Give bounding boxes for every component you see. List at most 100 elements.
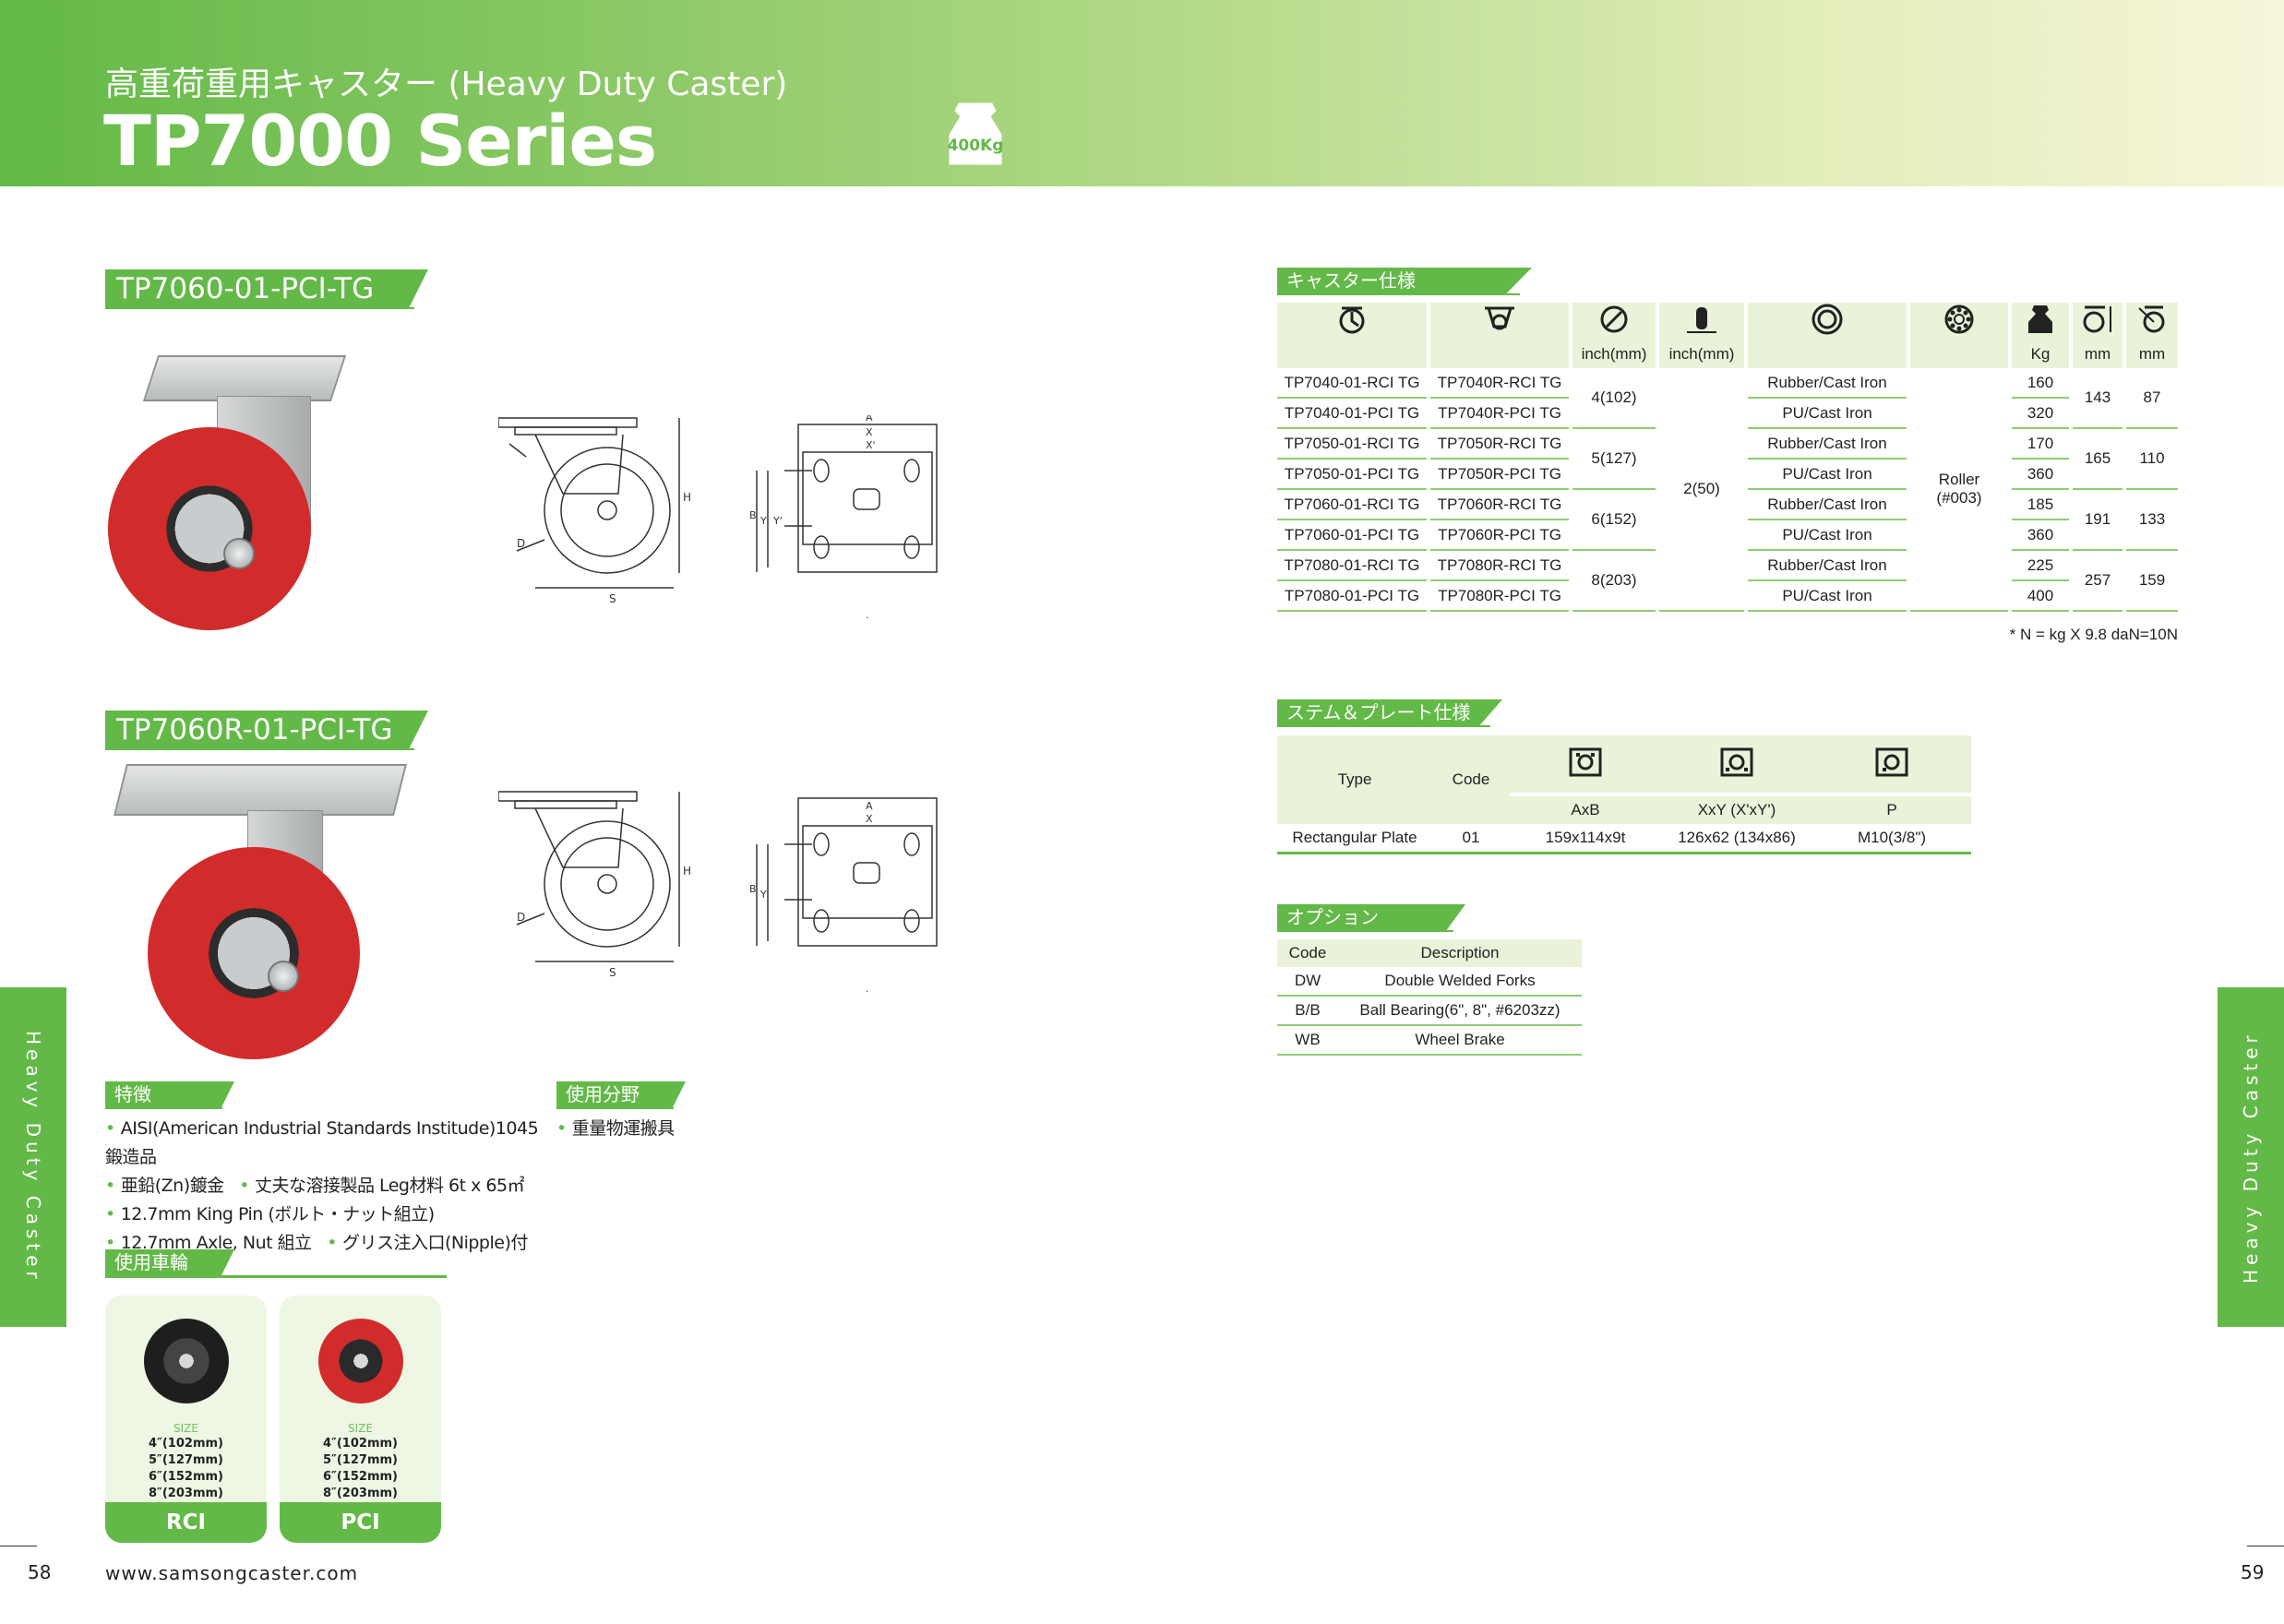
series-subtitle: 高重荷重用キャスター (Heavy Duty Caster) [105,66,788,103]
feature-item: •12.7mm King Pin (ボルト・ナット組立) [105,1204,435,1224]
plate-bolt-icon [1875,747,1908,776]
options-tab: オプション [1277,904,1465,930]
wheel-diameter-icon [1600,305,1628,333]
application-tab: 使用分野 [556,1081,686,1107]
application-underline [556,1107,674,1109]
unit-width: inch(mm) [1656,340,1746,368]
stem-plate-underline [1277,725,1490,727]
features-list: •AISI(American Industrial Standards Inst… [105,1115,539,1258]
options-table: Code Description DW Double Welded Forks … [1277,939,1582,1056]
top-view-drawing-rigid: A X B Y . [747,789,946,997]
wheel-card-name: PCI [280,1502,441,1543]
wheel-dia-icon-cell [1569,303,1657,340]
table-row: TP7080-01-PCI TG TP7080R-PCI TG PU/Cast … [1277,580,2178,612]
axb-icon-cell [1510,735,1661,794]
unit-s: mm [2123,340,2178,368]
swivel-radius-icon-cell [2123,303,2178,340]
dim-label-D: D [517,537,525,550]
weight-capacity-label: 400Kg [947,137,1004,155]
xxy-icon-cell [1661,735,1812,794]
table-row: B/B Ball Bearing(6", 8", #6203zz) [1277,996,1582,1026]
side-view-drawing-swivel: H S D [497,411,711,618]
bearing-icon-cell [1907,303,2010,340]
top-view-drawing-swivel: A X X' B Y Y' . [747,412,946,623]
rigid-caster-icon [1485,306,1514,330]
dim-label-Y: Y [759,889,767,901]
dim-label-S: S [609,966,616,979]
table-row: TP7050-01-RCI TG TP7050R-RCI TG 5(127) R… [1277,428,2178,490]
page-header: 高重荷重用キャスター (Heavy Duty Caster) TP7000 Se… [0,0,2284,186]
dim-label-Y2: Y' [772,515,783,527]
drawing-dot: . [866,609,869,621]
unit-wheel-dia: inch(mm) [1569,340,1657,368]
dim-label-S: S [609,592,616,605]
p-icon-cell [1812,735,1971,794]
table-row: WB Wheel Brake [1277,1025,1582,1056]
table-row: TP7040-01-PCI TG TP7040R-PCI TG PU/Cast … [1277,398,2178,429]
dim-label-X: X [866,426,873,438]
stem-plate-table: Type Code AxB XxY (X'xY') P Rectangular … [1277,735,1971,854]
table-row: TP7060-01-PCI TG TP7060R-PCI TG PU/Cast … [1277,519,2178,551]
header-xxy: XxY (X'xY') [1661,793,1812,824]
bearing-icon [1944,304,1974,334]
caster-photo-swivel [106,355,420,641]
header-axb: AxB [1510,793,1661,824]
dim-label-B: B [749,509,757,521]
model-label-rigid: TP7060R-01-PCI-TG [105,710,428,749]
drawing-dot: . [866,983,869,995]
wheel-card-rci: SIZE 4″(102mm) 5″(127mm) 6″(152mm) 8″(20… [105,1296,267,1543]
application-item: •重量物運搬具 [556,1118,675,1139]
overall-height-icon [2083,305,2111,333]
dim-label-X: X [866,813,873,825]
page-number-left: 58 [28,1561,52,1583]
options-underline [1277,930,1453,932]
opt-header-code: Code [1277,939,1338,967]
load-icon-cell [2008,303,2071,340]
size-list: 4″(102mm) 5″(127mm) 6″(152mm) 8″(203mm) [323,1437,398,1500]
swivel-caster-icon [1339,306,1365,334]
dim-label-A: A [866,415,873,424]
stem-plate-tab: ステム＆プレート仕様 [1277,699,1502,725]
swivel-radius-icon [2138,305,2165,333]
unit-load: Kg [2008,340,2071,368]
caster-photo-rigid [111,764,425,1059]
dim-label-A: A [866,800,873,812]
caster-spec-table: inch(mm) inch(mm) Kg mm mm TP7040-01-RCI… [1277,303,2178,612]
feature-item: •亜鉛(Zn)鍍金 •丈夫な溶接製品 Leg材料 6t x 65㎡ [105,1176,525,1196]
height-icon-cell [2069,303,2124,340]
table-row: TP7040-01-RCI TG TP7040R-RCI TG 4(102) 2… [1277,368,2178,612]
dim-label-Y: Y [759,515,767,527]
load-capacity-icon [2028,305,2052,333]
side-bar-text: Heavy Duty Caster [22,1031,44,1284]
wheel-card-pci: SIZE 4″(102mm) 5″(127mm) 6″(152mm) 8″(20… [280,1296,441,1543]
side-bar-text: Heavy Duty Caster [2240,1031,2262,1284]
header-p: P [1812,793,1971,824]
bearing-value: Roller (#003) [1907,368,2010,612]
application-list: •重量物運搬具 [556,1115,833,1143]
feature-item: •AISI(American Industrial Standards Inst… [105,1118,539,1167]
wheels-used-underline [105,1275,447,1278]
size-title: SIZE [348,1422,373,1435]
wheel-width-icon [1687,307,1716,333]
wheel-material-icon [1812,304,1843,335]
side-bar-right: Heavy Duty Caster [2218,987,2284,1327]
dim-label-D: D [517,911,525,924]
table-row: TP7050-01-PCI TG TP7050R-PCI TG PU/Cast … [1277,459,2178,490]
side-bar-left: Heavy Duty Caster [0,987,66,1327]
unit-h: mm [2069,340,2124,368]
website-url[interactable]: www.samsongcaster.com [105,1562,359,1584]
rci-wheel-image [144,1319,229,1403]
table-row: DW Double Welded Forks [1277,967,1582,997]
dim-label-B: B [749,883,757,895]
table-row: TP7080-01-RCI TG TP7080R-RCI TG 8(203) R… [1277,550,2178,612]
caster-spec-tab: キャスター仕様 [1277,268,1532,293]
table-row: Rectangular Plate 01 159x114x9t 126x62 (… [1277,824,1971,854]
model-label-underline [105,748,414,750]
features-underline [105,1107,222,1109]
size-title: SIZE [173,1422,198,1435]
series-title: TP7000 Series [103,100,657,182]
swivel-icon-cell [1277,303,1429,340]
width-value: 2(50) [1656,368,1746,612]
rigid-icon-cell [1427,303,1571,340]
unit-conversion-note: * N = kg X 9.8 daN=10N [2009,626,2178,643]
